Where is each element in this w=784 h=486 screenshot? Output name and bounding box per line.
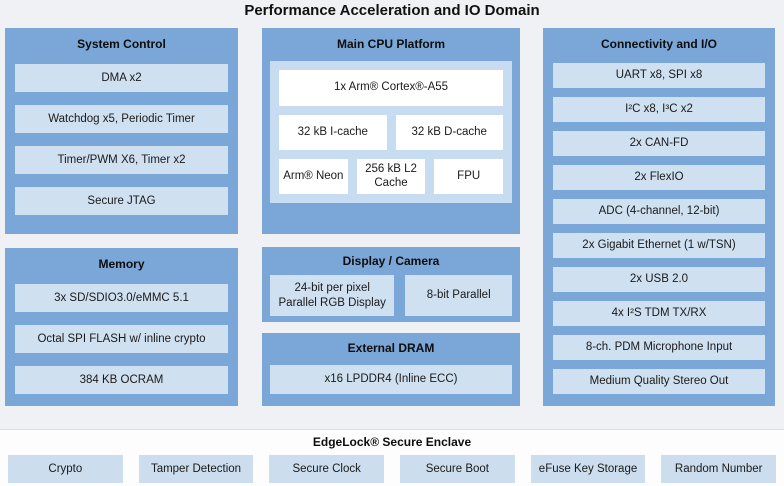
connectivity-item: 2x FlexIO [553, 165, 765, 190]
display-camera-row: 24-bit per pixel Parallel RGB Display 8-… [270, 275, 512, 316]
connectivity-item: 2x Gigabit Ethernet (1 w/TSN) [553, 233, 765, 258]
block-title: Display / Camera [342, 254, 440, 268]
diagram-title: Performance Acceleration and IO Domain [244, 2, 540, 19]
secure-enclave-strip: EdgeLock® Secure Enclave Crypto Tamper D… [0, 429, 784, 486]
block-connectivity-io: Connectivity and I/O UART x8, SPI x8 I²C… [543, 28, 775, 406]
dram-item: x16 LPDDR4 (Inline ECC) [270, 365, 512, 394]
enclave-item: Secure Boot [400, 455, 515, 483]
connectivity-item: I²C x8, I³C x2 [553, 97, 765, 122]
system-control-item: Timer/PWM X6, Timer x2 [15, 146, 228, 174]
block-title: Connectivity and I/O [600, 37, 717, 51]
block-memory: Memory 3x SD/SDIO3.0/eMMC 5.1 Octal SPI … [5, 248, 238, 406]
block-title: External DRAM [347, 341, 435, 355]
connectivity-item: ADC (4-channel, 12-bit) [553, 199, 765, 224]
connectivity-item: UART x8, SPI x8 [553, 63, 765, 88]
connectivity-item: 8-ch. PDM Microphone Input [553, 335, 765, 360]
memory-item: 3x SD/SDIO3.0/eMMC 5.1 [15, 284, 228, 312]
fpu-box: FPU [434, 159, 504, 194]
enclave-item: Random Number [661, 455, 777, 483]
rgb-display-item: 24-bit per pixel Parallel RGB Display [270, 275, 395, 316]
neon-box: Arm® Neon [279, 159, 348, 194]
enclave-item: Secure Clock [269, 455, 385, 483]
block-title: Main CPU Platform [336, 37, 445, 51]
memory-item: Octal SPI FLASH w/ inline crypto [15, 325, 228, 353]
connectivity-item: 2x CAN-FD [553, 131, 765, 156]
secure-enclave-row: Crypto Tamper Detection Secure Clock Sec… [8, 455, 777, 483]
enclave-item: eFuse Key Storage [530, 455, 646, 483]
dcache-box: 32 kB D-cache [395, 115, 503, 150]
block-title: Memory [98, 257, 145, 271]
parallel-item: 8-bit Parallel [405, 275, 512, 316]
icache-box: 32 kB I-cache [279, 115, 387, 150]
system-control-item: Secure JTAG [15, 187, 228, 215]
memory-item: 384 KB OCRAM [15, 366, 228, 394]
block-system-control: System Control DMA x2 Watchdog x5, Perio… [5, 28, 238, 234]
cpu-cache-row: 32 kB I-cache 32 kB D-cache [279, 115, 503, 150]
connectivity-item: 2x USB 2.0 [553, 267, 765, 292]
connectivity-item: Medium Quality Stereo Out [553, 369, 765, 394]
cpu-units-row: Arm® Neon 256 kB L2 Cache FPU [279, 159, 504, 194]
l2-cache-box: 256 kB L2 Cache [356, 159, 426, 194]
system-control-item: Watchdog x5, Periodic Timer [15, 105, 228, 133]
block-main-cpu-platform: Main CPU Platform 1x Arm® Cortex®-A55 32… [262, 28, 520, 234]
secure-enclave-title: EdgeLock® Secure Enclave [312, 435, 472, 449]
connectivity-item: 4x I²S TDM TX/RX [553, 301, 765, 326]
enclave-item: Tamper Detection [138, 455, 254, 483]
cpu-panel: 1x Arm® Cortex®-A55 32 kB I-cache 32 kB … [270, 61, 512, 203]
cpu-core-box: 1x Arm® Cortex®-A55 [279, 70, 503, 106]
system-control-item: DMA x2 [15, 64, 228, 92]
block-external-dram: External DRAM x16 LPDDR4 (Inline ECC) [262, 333, 520, 406]
enclave-item: Crypto [8, 455, 123, 483]
block-title: System Control [77, 37, 166, 51]
block-display-camera: Display / Camera 24-bit per pixel Parall… [262, 247, 520, 322]
